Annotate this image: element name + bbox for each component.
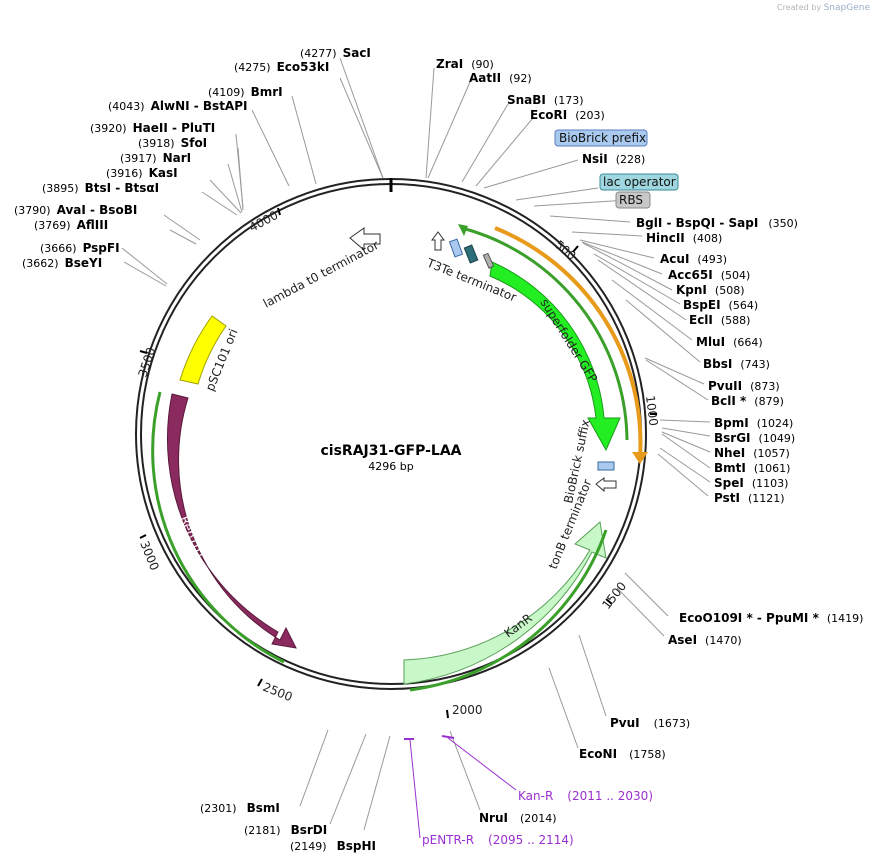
site-sfoi: (3918)SfoI <box>138 136 207 150</box>
site-bmri: (4109)BmrI <box>208 85 283 99</box>
watermark: Created by SnapGene <box>777 3 870 13</box>
site-bsrdi: (2181)BsrDI <box>244 823 327 837</box>
site-afliii: (3769)AflIII <box>34 218 108 232</box>
tick-3000: 3000 <box>137 539 161 573</box>
site-saci: (4277)SacI <box>300 46 371 60</box>
feature-arcs <box>151 224 648 692</box>
primer-markers <box>404 735 517 839</box>
site-bseyi: (3662)BseYI <box>22 256 102 270</box>
site-alwni: (4043)AlwNI - BstAPI <box>108 99 247 113</box>
site-nsii: NsiI(228) <box>582 152 645 166</box>
site-econi: EcoNI(1758) <box>579 747 666 761</box>
lambda-t0-terminator-arrow <box>349 227 381 252</box>
site-eco53ki: (4275)Eco53kI <box>234 60 329 74</box>
tick-marks <box>139 207 657 719</box>
site-haeii: (3920)HaeII - PluTI <box>90 121 215 135</box>
rep101-arrow <box>166 393 297 649</box>
site-acc65i: Acc65I(504) <box>668 268 750 282</box>
site-btsi: (3895)BtsI - BtsαI <box>42 181 159 195</box>
tick-3500: 3500 <box>136 346 159 379</box>
callout-lac-operator: lac operator <box>603 175 676 189</box>
tick-1000: 1000 <box>643 395 661 427</box>
lac-operator-block <box>463 244 479 264</box>
site-bsrgi: BsrGI(1049) <box>714 431 795 445</box>
rbs-block <box>482 252 495 269</box>
plasmid-name: cisRAJ31-GFP-LAA <box>320 443 461 459</box>
superfolder-gfp-arrow <box>489 261 621 452</box>
site-snabi: SnaBI(173) <box>507 93 584 107</box>
t3te-terminator-arrow <box>431 231 445 251</box>
watermark-created-by: Created by <box>777 3 822 12</box>
site-bgli: BglI - BspQI - SapI(350) <box>636 216 798 230</box>
tonb-terminator-arrow <box>595 477 617 493</box>
primer-kan-r: Kan-R(2011 .. 2030) <box>518 789 653 803</box>
tick-2000: 2000 <box>452 703 483 717</box>
site-zrai: ZraI(90) <box>436 57 494 71</box>
site-psti: PstI(1121) <box>714 491 785 505</box>
primer-labels: Kan-R(2011 .. 2030) pENTR-R(2095 .. 2114… <box>422 789 653 847</box>
leader-lines <box>121 57 711 831</box>
site-mlui: MluI(664) <box>696 335 763 349</box>
site-bbsi: BbsI(743) <box>703 357 770 371</box>
site-bmti: BmtI(1061) <box>714 461 790 475</box>
gfp-green-arc <box>461 226 629 441</box>
site-acui: AcuI(493) <box>660 252 727 266</box>
site-kasi: (3916)KasI <box>106 166 178 180</box>
biobrick-suffix-block <box>597 461 615 471</box>
site-avai: (3790)AvaI - BsoBI <box>14 203 137 217</box>
site-kpni: KpnI(508) <box>676 283 745 297</box>
gfp-green-arrowhead <box>458 224 468 236</box>
snapgene-logo: SnapGene <box>823 3 870 13</box>
site-spei: SpeI(1103) <box>714 476 788 490</box>
site-nrui: NruI(2014) <box>479 811 557 825</box>
tick-2500: 2500 <box>261 680 295 704</box>
biobrick-prefix-block <box>448 238 464 258</box>
site-pvuii: PvuII(873) <box>708 379 780 393</box>
plasmid-length: 4296 bp <box>368 460 413 473</box>
callout-rbs: RBS <box>619 193 643 207</box>
gfp-outline-arc <box>494 226 643 459</box>
feature-label-lambda-t0: lambda t0 terminator <box>261 238 381 311</box>
site-pspfi: (3666)PspFI <box>40 241 120 255</box>
site-ecoo109i: EcoO109I * - PpuMI *(1419) <box>679 611 863 625</box>
psc101-ori-block <box>179 315 227 385</box>
gfp-outline-arrow <box>632 452 648 464</box>
site-ecli: EclI(588) <box>689 313 750 327</box>
primer-pentr-r: pENTR-R(2095 .. 2114) <box>422 833 574 847</box>
site-ecori: EcoRI(203) <box>530 108 605 122</box>
boxed-callouts: BioBrick prefix lac operator RBS <box>554 129 679 209</box>
kanr-arrow <box>403 521 607 685</box>
site-bspei: BspEI(564) <box>683 298 758 312</box>
site-aatii: AatII(92) <box>469 71 532 85</box>
site-bpmi: BpmI(1024) <box>714 416 793 430</box>
site-nhei: NheI(1057) <box>714 446 790 460</box>
rep101-green-arc <box>151 391 285 664</box>
site-asei: AseI(1470) <box>668 633 742 647</box>
site-nari: (3917)NarI <box>120 151 191 165</box>
site-labels: (4277)SacI (4275)Eco53kI (4109)BmrI (404… <box>14 46 863 853</box>
site-pvui: PvuI(1673) <box>610 716 690 730</box>
site-bcli: BclI *(879) <box>711 394 784 408</box>
kanr-green-arc <box>409 529 608 692</box>
site-bsmi: (2301)BsmI <box>200 801 280 815</box>
feature-label-superfolder-gfp: superfolder GFP <box>537 296 600 385</box>
callout-biobrick-prefix: BioBrick prefix <box>559 131 646 145</box>
site-bsphi: (2149)BspHI <box>290 839 376 853</box>
feature-label-rep101: Rep101 <box>177 514 207 562</box>
site-hincii: HincII(408) <box>646 231 722 245</box>
